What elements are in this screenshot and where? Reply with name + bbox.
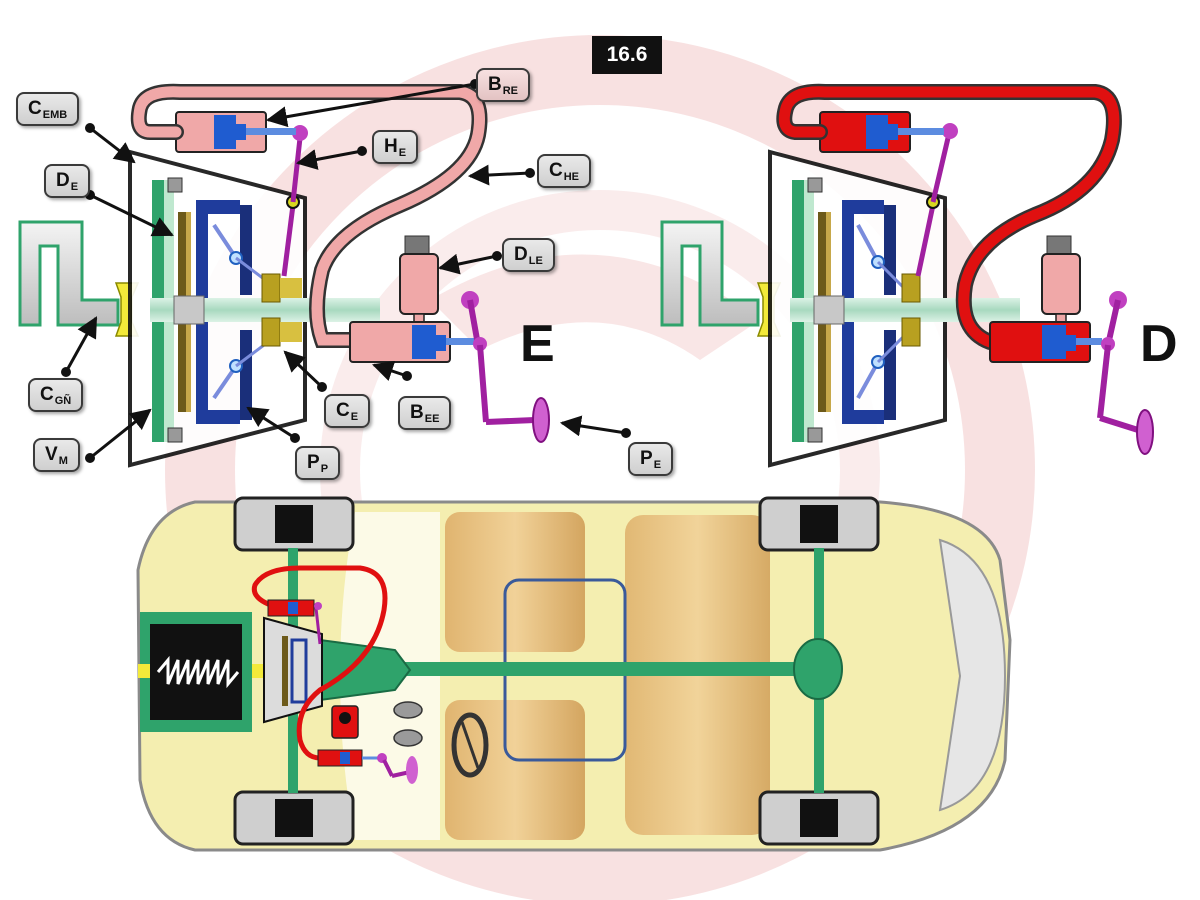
wheel-front-right bbox=[233, 790, 355, 846]
fluid-reservoir-cap bbox=[404, 235, 430, 255]
leader-lines bbox=[64, 82, 627, 460]
crankshaft bbox=[660, 220, 760, 327]
pressure-plate bbox=[196, 200, 240, 424]
release-fork bbox=[281, 204, 296, 277]
wheel-rear-left bbox=[758, 496, 880, 552]
leader-dots bbox=[61, 79, 631, 463]
driveshaft bbox=[400, 662, 800, 676]
release-bearing bbox=[261, 273, 281, 303]
clutch-assembly-disengaged bbox=[660, 83, 1154, 468]
differential bbox=[793, 638, 843, 700]
state-label-disengaged: D bbox=[1140, 315, 1178, 373]
wheel-rear-right bbox=[758, 790, 880, 846]
clutch-assembly-engaged bbox=[18, 83, 550, 468]
state-label-engaged: E bbox=[520, 315, 555, 373]
figure-number: 16.6 bbox=[592, 36, 662, 74]
steering-wheel bbox=[451, 712, 489, 778]
crankshaft bbox=[18, 220, 120, 327]
wheel-front-left bbox=[233, 496, 355, 552]
fluid-reservoir bbox=[399, 253, 439, 315]
car-top-view bbox=[136, 496, 1012, 852]
